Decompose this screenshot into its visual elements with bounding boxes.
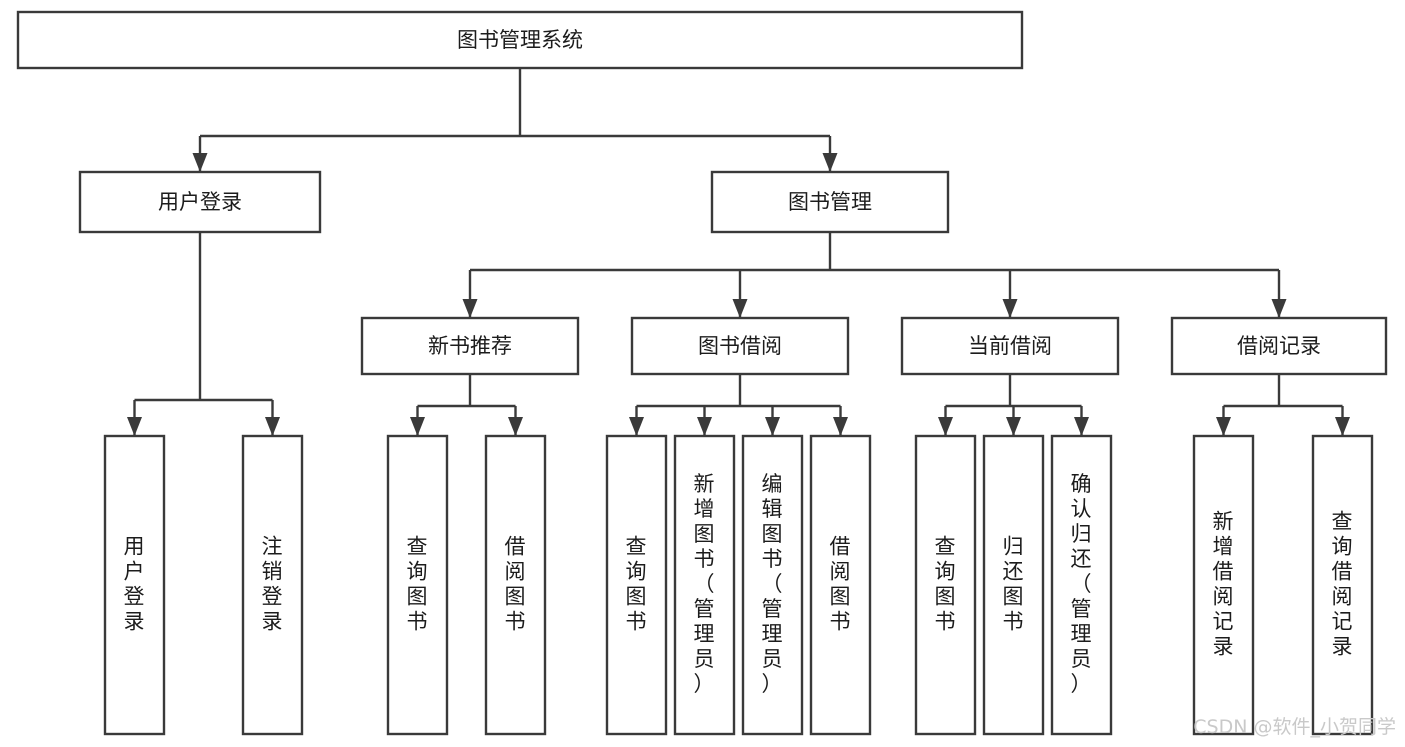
arrow-head-icon — [938, 417, 953, 436]
node-label: 新书推荐 — [428, 334, 512, 358]
arrow-head-icon — [1074, 417, 1089, 436]
node-box — [1311, 434, 1374, 736]
node-leaf-新增图书管理员[interactable]: 新增图书（管理员） — [673, 434, 736, 736]
node-box — [484, 434, 547, 736]
node-label: 图书管理 — [788, 190, 872, 214]
arrow-head-icon — [822, 153, 838, 172]
node-box — [982, 434, 1045, 736]
node-label: 查询图书 — [407, 535, 429, 634]
node-label: 用户登录 — [158, 190, 242, 214]
arrow-head-icon — [629, 417, 644, 436]
node-label: 确认归还（管理员） — [1071, 472, 1093, 696]
node-root-图书管理系统[interactable]: 图书管理系统 — [16, 10, 1024, 70]
node-leaf-查询图书[interactable]: 查询图书 — [605, 434, 668, 736]
edge-group-新书推荐 — [410, 374, 523, 436]
node-label: 借阅图书 — [505, 535, 527, 634]
edge-group-图书管理 — [462, 232, 1287, 318]
node-leaf-确认归还管理员[interactable]: 确认归还（管理员） — [1050, 434, 1113, 736]
node-label: 查询图书 — [626, 535, 648, 634]
connector-layer — [127, 68, 1350, 436]
edge-group-当前借阅 — [938, 374, 1089, 436]
edge-group-图书借阅 — [629, 374, 848, 436]
node-label: 当前借阅 — [968, 334, 1052, 358]
node-box — [241, 434, 304, 736]
node-leaf-借阅图书[interactable]: 借阅图书 — [809, 434, 872, 736]
node-label: 归还图书 — [1003, 535, 1025, 634]
arrow-head-icon — [697, 417, 712, 436]
node-box — [630, 316, 850, 376]
node-leaf-归还图书[interactable]: 归还图书 — [982, 434, 1045, 736]
arrow-head-icon — [462, 299, 478, 318]
node-label: 查询借阅记录 — [1332, 510, 1354, 659]
node-l3-借阅记录[interactable]: 借阅记录 — [1170, 316, 1388, 376]
node-box — [900, 316, 1120, 376]
arrow-head-icon — [508, 417, 523, 436]
node-box — [710, 170, 950, 234]
node-label: 图书借阅 — [698, 334, 782, 358]
node-label: 图书管理系统 — [457, 28, 583, 52]
node-leaf-编辑图书管理员[interactable]: 编辑图书（管理员） — [741, 434, 804, 736]
node-box — [673, 434, 736, 736]
node-box — [1170, 316, 1388, 376]
node-leaf-借阅图书[interactable]: 借阅图书 — [484, 434, 547, 736]
arrow-head-icon — [732, 299, 748, 318]
node-leaf-查询图书[interactable]: 查询图书 — [914, 434, 977, 736]
arrow-head-icon — [833, 417, 848, 436]
arrow-head-icon — [192, 153, 208, 172]
edge-group-用户登录 — [127, 232, 280, 436]
edge-group-root — [192, 68, 838, 172]
edge-group-借阅记录 — [1216, 374, 1350, 436]
node-box — [386, 434, 449, 736]
node-l2-图书管理[interactable]: 图书管理 — [710, 170, 950, 234]
node-box — [78, 170, 322, 234]
node-box — [741, 434, 804, 736]
node-box — [1050, 434, 1113, 736]
node-leaf-新增借阅记录[interactable]: 新增借阅记录 — [1192, 434, 1255, 736]
arrow-head-icon — [765, 417, 780, 436]
node-box — [1192, 434, 1255, 736]
arrow-head-icon — [1335, 417, 1350, 436]
node-leaf-查询图书[interactable]: 查询图书 — [386, 434, 449, 736]
node-box — [605, 434, 668, 736]
node-l3-当前借阅[interactable]: 当前借阅 — [900, 316, 1120, 376]
arrow-head-icon — [265, 417, 280, 436]
arrow-head-icon — [127, 417, 142, 436]
node-label: 注销登录 — [262, 535, 284, 634]
node-box — [914, 434, 977, 736]
node-leaf-注销登录[interactable]: 注销登录 — [241, 434, 304, 736]
node-label: 新增图书（管理员） — [694, 472, 716, 696]
node-label: 借阅图书 — [830, 535, 852, 634]
node-l3-图书借阅[interactable]: 图书借阅 — [630, 316, 850, 376]
node-l3-新书推荐[interactable]: 新书推荐 — [360, 316, 580, 376]
node-label: 借阅记录 — [1237, 334, 1321, 358]
node-box — [16, 10, 1024, 70]
node-label: 编辑图书（管理员） — [762, 472, 784, 696]
node-box — [809, 434, 872, 736]
node-box — [360, 316, 580, 376]
node-leaf-用户登录[interactable]: 用户登录 — [103, 434, 166, 736]
arrow-head-icon — [1271, 299, 1287, 318]
arrow-head-icon — [1216, 417, 1231, 436]
node-l2-用户登录[interactable]: 用户登录 — [78, 170, 322, 234]
arrow-head-icon — [1006, 417, 1021, 436]
node-label: 新增借阅记录 — [1213, 510, 1235, 659]
node-layer: 图书管理系统用户登录图书管理新书推荐图书借阅当前借阅借阅记录用户登录注销登录查询… — [16, 10, 1388, 736]
node-label: 用户登录 — [124, 535, 146, 634]
arrow-head-icon — [1002, 299, 1018, 318]
node-box — [103, 434, 166, 736]
csdn-watermark: CSDN @软件_小贺同学 — [1193, 716, 1396, 738]
node-leaf-查询借阅记录[interactable]: 查询借阅记录 — [1311, 434, 1374, 736]
arrow-head-icon — [410, 417, 425, 436]
node-label: 查询图书 — [935, 535, 957, 634]
